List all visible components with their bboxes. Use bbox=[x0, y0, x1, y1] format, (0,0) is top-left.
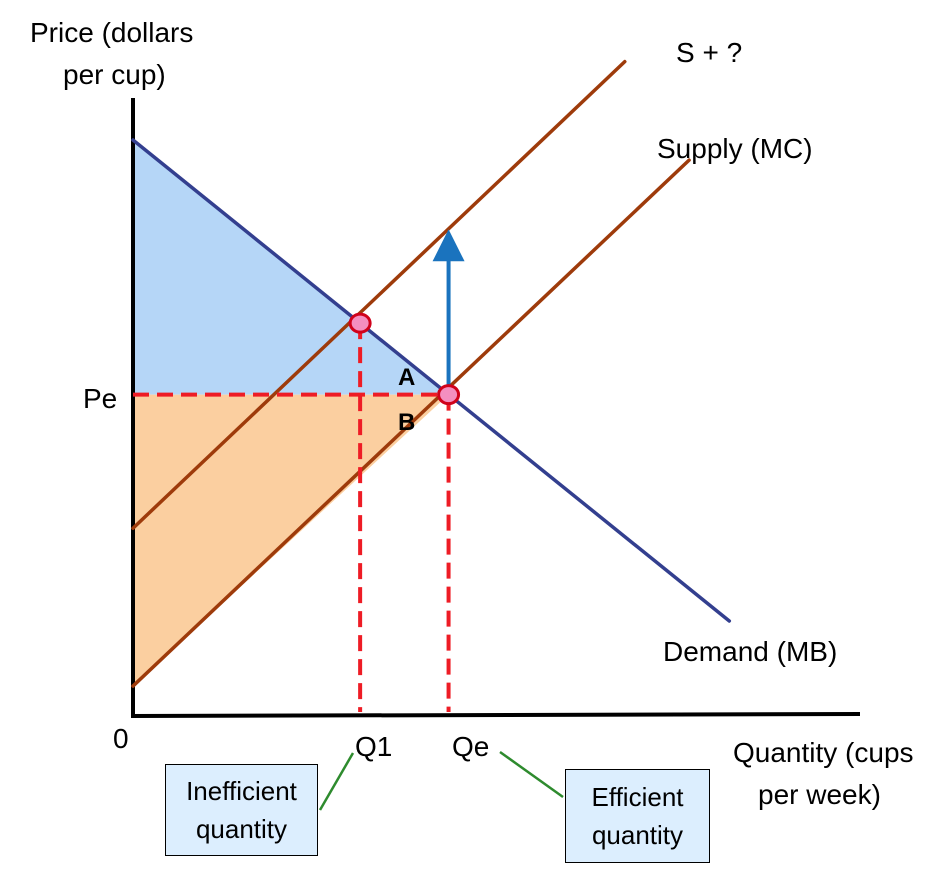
inefficient-callout-line1: Inefficient bbox=[186, 776, 297, 806]
demand-curve bbox=[131, 138, 732, 623]
inefficient-callout-connector bbox=[318, 752, 355, 811]
area-b-label: B bbox=[398, 409, 415, 436]
x-axis-label-line2: per week) bbox=[758, 779, 881, 810]
efficient-callout-line1: Efficient bbox=[591, 782, 684, 812]
inefficient-equilibrium-point bbox=[348, 312, 372, 334]
y-axis-label-line2: per cup) bbox=[63, 59, 166, 90]
efficient-equilibrium-point bbox=[437, 384, 461, 406]
shifted-supply-label: S + ? bbox=[676, 37, 742, 68]
supply-label: Supply (MC) bbox=[657, 133, 813, 164]
y-axis-label-line1: Price (dollars bbox=[30, 17, 193, 48]
origin-label: 0 bbox=[113, 723, 129, 754]
supply-curve bbox=[131, 158, 691, 688]
efficient-callout-line2: quantity bbox=[591, 820, 684, 850]
efficient-callout-connector bbox=[499, 750, 564, 799]
shifted-supply-curve bbox=[131, 59, 627, 530]
demand-label: Demand (MB) bbox=[663, 636, 837, 667]
qe-label: Qe bbox=[452, 731, 489, 762]
x-axis-label-line1: Quantity (cups bbox=[733, 737, 914, 768]
x-axis bbox=[130, 712, 861, 718]
inefficient-quantity-callout: Inefficient quantity bbox=[165, 764, 318, 856]
inefficient-callout-line2: quantity bbox=[195, 814, 288, 844]
q1-label: Q1 bbox=[355, 731, 392, 762]
price-level-label: Pe bbox=[83, 383, 117, 414]
area-a-label: A bbox=[398, 364, 415, 391]
efficient-quantity-callout: Efficient quantity bbox=[565, 769, 710, 863]
